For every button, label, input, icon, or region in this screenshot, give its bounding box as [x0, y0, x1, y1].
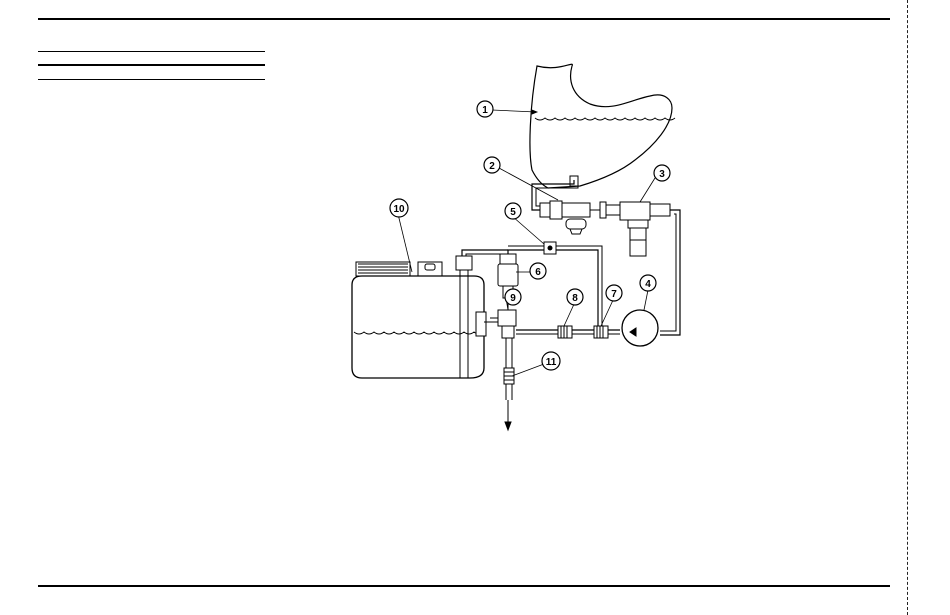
- return-line: [660, 210, 680, 335]
- callout-10: 10: [390, 199, 408, 217]
- fuel-hoses: [516, 326, 620, 338]
- callout-4: 4: [640, 275, 656, 291]
- svg-text:7: 7: [611, 289, 617, 300]
- fuel-tank: [530, 64, 675, 188]
- svg-text:9: 9: [510, 293, 516, 304]
- auxiliary-fuel-tank: [352, 256, 486, 378]
- callout-7: 7: [606, 285, 622, 301]
- svg-text:1: 1: [482, 105, 488, 116]
- callout-9: 9: [505, 289, 521, 305]
- callout-3: 3: [654, 165, 670, 181]
- leader-lines: [398, 110, 655, 376]
- svg-text:11: 11: [546, 357, 557, 368]
- callout-6: 6: [530, 263, 546, 279]
- inline-fuel-filter: [620, 202, 670, 256]
- svg-text:10: 10: [393, 204, 405, 215]
- callout-2: 2: [484, 157, 500, 173]
- callout-1: 1: [477, 101, 493, 117]
- svg-text:8: 8: [572, 293, 578, 304]
- fuel-selector-valve: [484, 310, 516, 338]
- fuel-pump: [622, 310, 658, 346]
- svg-text:2: 2: [489, 161, 495, 172]
- water-separator: [540, 201, 620, 234]
- check-valve: [508, 242, 602, 330]
- svg-text:4: 4: [645, 279, 651, 290]
- drain-hose: [504, 338, 514, 430]
- callout-11: 11: [542, 352, 560, 370]
- svg-text:5: 5: [510, 207, 516, 218]
- svg-text:6: 6: [535, 267, 541, 278]
- callout-5: 5: [505, 203, 521, 219]
- svg-text:3: 3: [659, 169, 665, 180]
- callout-8: 8: [567, 289, 583, 305]
